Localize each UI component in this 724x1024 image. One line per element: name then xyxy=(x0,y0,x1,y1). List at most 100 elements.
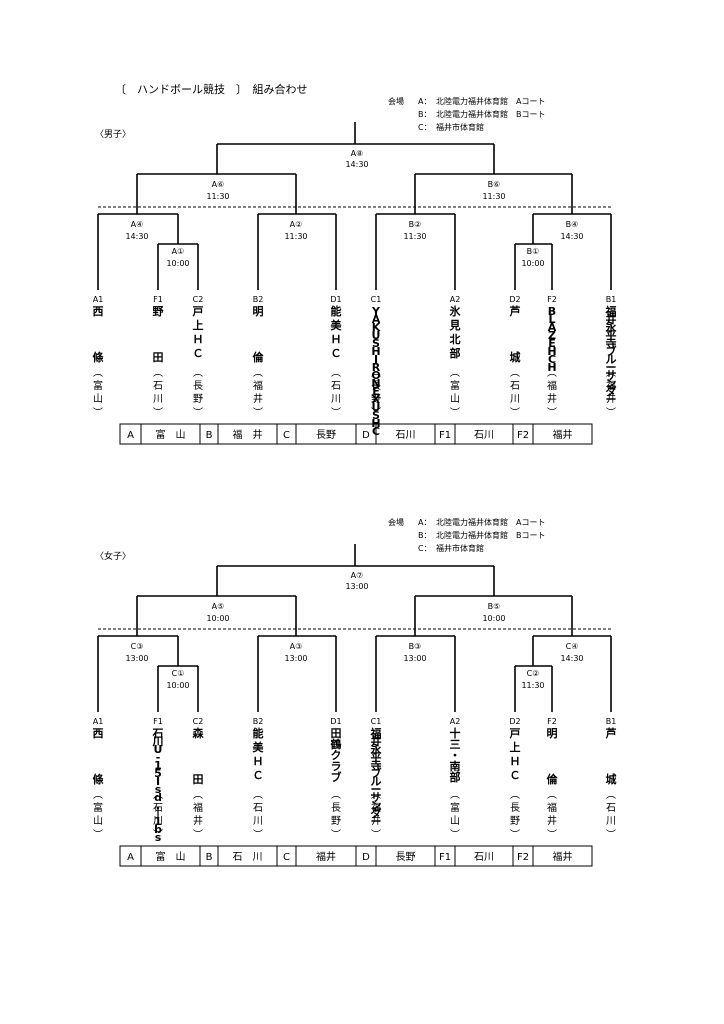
svg-text:d: d xyxy=(154,791,162,804)
match-time: 11:30 xyxy=(206,192,229,201)
svg-text:長: 長 xyxy=(510,802,520,814)
svg-text:︵: ︵ xyxy=(93,368,103,379)
svg-text:︶: ︶ xyxy=(93,407,103,419)
team-seed: C1 xyxy=(371,295,382,304)
match-time: 11:30 xyxy=(521,681,544,690)
svg-text:南: 南 xyxy=(450,759,461,773)
svg-text:田: 田 xyxy=(153,351,164,364)
svg-text:山: 山 xyxy=(450,815,460,827)
svg-text:︵: ︵ xyxy=(253,790,263,801)
venue-code: A： xyxy=(418,97,431,106)
svg-text:︵: ︵ xyxy=(547,790,557,801)
svg-text:西: 西 xyxy=(93,305,104,318)
svg-text:︵: ︵ xyxy=(510,368,520,379)
svg-text:U: U xyxy=(154,743,163,756)
venues-label: 会場 xyxy=(388,96,404,106)
team-seed: B2 xyxy=(253,717,264,726)
legend-key: A xyxy=(127,430,134,441)
svg-text:富: 富 xyxy=(450,801,460,814)
team-seed: F2 xyxy=(547,717,557,726)
svg-text:︵: ︵ xyxy=(193,368,203,379)
team-name: 西條 xyxy=(93,727,105,786)
svg-text:富: 富 xyxy=(93,379,103,392)
legend-value: 福 井 xyxy=(233,428,263,441)
svg-text:︵: ︵ xyxy=(93,790,103,801)
svg-text:︶: ︶ xyxy=(606,407,616,419)
svg-text:5: 5 xyxy=(154,767,162,780)
svg-text:Ｈ: Ｈ xyxy=(193,333,204,346)
svg-text:C: C xyxy=(548,353,556,366)
svg-text:I: I xyxy=(374,353,378,366)
svg-text:部: 部 xyxy=(450,346,461,360)
svg-text:富: 富 xyxy=(450,379,460,392)
svg-text:︶: ︶ xyxy=(93,829,103,841)
match-time: 10:00 xyxy=(166,259,189,268)
svg-text:石: 石 xyxy=(253,803,263,814)
match-time: 10:00 xyxy=(521,259,544,268)
division-label: 〈女子〉 xyxy=(95,550,131,562)
svg-text:明: 明 xyxy=(253,305,264,318)
match-code: C③ xyxy=(131,642,144,651)
svg-text:川: 川 xyxy=(253,816,263,827)
match-time: 13:00 xyxy=(403,654,426,663)
svg-text:E: E xyxy=(372,385,380,398)
svg-text:芦: 芦 xyxy=(606,726,617,740)
venue-code: B： xyxy=(418,110,432,119)
svg-text:倫: 倫 xyxy=(253,350,265,364)
svg-text:倫: 倫 xyxy=(547,772,559,786)
team-seed: D1 xyxy=(330,717,341,726)
svg-text:Ｃ: Ｃ xyxy=(331,347,342,360)
svg-text:石: 石 xyxy=(153,803,163,814)
team-seed: B1 xyxy=(606,717,617,726)
svg-text:B: B xyxy=(548,305,556,318)
svg-text:野: 野 xyxy=(371,393,381,405)
svg-text:︵: ︵ xyxy=(153,368,163,379)
legend-value: 福井 xyxy=(553,850,573,863)
svg-text:井: 井 xyxy=(606,392,616,405)
team-seed: D1 xyxy=(330,295,341,304)
svg-text:U: U xyxy=(372,401,381,414)
svg-text:ブ: ブ xyxy=(606,344,617,358)
svg-text:福: 福 xyxy=(193,801,203,814)
team-prefecture: ︵富山︶ xyxy=(450,368,460,419)
team-name: 芦城 xyxy=(606,726,617,786)
svg-text:西: 西 xyxy=(93,727,104,740)
team-name: 野田 xyxy=(153,305,164,364)
svg-text:︶: ︶ xyxy=(371,829,381,841)
svg-text:井: 井 xyxy=(193,814,203,827)
svg-text:ブ: ブ xyxy=(371,766,382,780)
svg-text:ー: ー xyxy=(606,393,617,406)
svg-text:︶: ︶ xyxy=(253,829,263,841)
legend-key: A xyxy=(127,852,134,863)
svg-text:野: 野 xyxy=(510,815,520,827)
svg-text:s: s xyxy=(155,783,162,796)
svg-text:戸: 戸 xyxy=(510,727,521,740)
svg-text:福: 福 xyxy=(253,379,263,392)
match-code: C① xyxy=(172,669,185,678)
svg-text:石: 石 xyxy=(153,381,163,392)
svg-text:石: 石 xyxy=(606,803,616,814)
match-time: 11:30 xyxy=(403,232,426,241)
svg-text:見: 見 xyxy=(449,319,461,332)
legend-value: 富 山 xyxy=(156,850,186,863)
match-time: 14:30 xyxy=(560,654,583,663)
svg-text:井: 井 xyxy=(371,814,381,827)
legend-value: 富 山 xyxy=(156,428,186,441)
team-name: 明倫 xyxy=(547,727,559,786)
team-prefecture: ︵富山︶ xyxy=(450,790,460,841)
svg-text:︵: ︵ xyxy=(450,368,460,379)
legend-value: 石川 xyxy=(474,430,494,441)
svg-text:︶: ︶ xyxy=(510,407,520,419)
svg-text:H: H xyxy=(547,361,556,374)
team-prefecture: ︵石川︶ xyxy=(606,790,616,841)
svg-text:寺: 寺 xyxy=(371,758,382,772)
match-code: A③ xyxy=(290,642,303,651)
match-time: 14:30 xyxy=(125,232,148,241)
page-title: 〔 ハンドボール競技 〕 組み合わせ xyxy=(115,82,308,96)
team-seed: B1 xyxy=(606,295,617,304)
svg-text:井: 井 xyxy=(371,734,382,748)
team-seed: A1 xyxy=(93,717,104,726)
svg-text:︵: ︵ xyxy=(153,790,163,801)
